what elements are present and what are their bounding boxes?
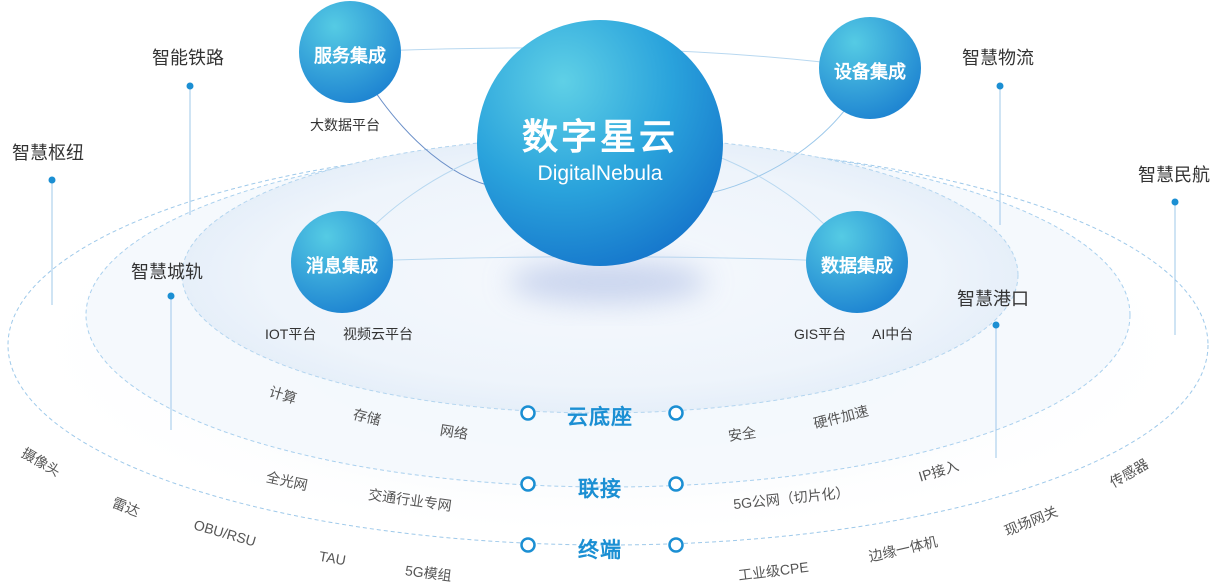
industry-pin-dot — [1171, 198, 1179, 206]
layer-row-dot-right — [668, 537, 684, 553]
core-title-cn: 数字星云 — [521, 116, 678, 157]
data-integration-label: 数据集成 — [821, 256, 893, 276]
layer-cloud-base-title: 云底座 — [567, 406, 633, 429]
industry-smart-hub: 智慧枢纽 — [12, 143, 84, 163]
layer-terminal-title: 终端 — [578, 539, 622, 562]
device-integration-label: 设备集成 — [834, 62, 906, 82]
industry-pin-dot — [996, 82, 1004, 90]
service-integration-circle — [299, 1, 401, 103]
industry-pin-dot — [167, 292, 175, 300]
service-integration-label: 服务集成 — [314, 46, 386, 66]
layer-row-dot-right — [668, 405, 684, 421]
iot-platform-label: IOT平台 — [265, 326, 317, 342]
core-circle — [477, 20, 723, 266]
big-data-platform-label: 大数据平台 — [310, 117, 380, 133]
layer-connect-title: 联接 — [578, 478, 622, 501]
industry-smart-port: 智慧港口 — [957, 289, 1029, 309]
message-integration-label: 消息集成 — [306, 256, 378, 276]
industry-pin-dot — [186, 82, 194, 90]
core-shadow — [508, 260, 708, 304]
layer-rows — [520, 405, 684, 553]
industry-smart-logistics: 智慧物流 — [962, 48, 1034, 68]
core-title-en: DigitalNebula — [537, 162, 663, 185]
layer-cloud-base-item: 网络 — [438, 421, 470, 443]
industry-smart-aviation: 智慧民航 — [1138, 165, 1210, 185]
layer-row-dot-right — [668, 476, 684, 492]
industry-pin-dot — [992, 321, 1000, 329]
middle-orbit-ring — [85, 142, 1131, 488]
video-cloud-platform-label: 视频云平台 — [343, 326, 413, 342]
device-integration-circle — [819, 17, 921, 119]
layer-row-dot-left — [520, 405, 536, 421]
gis-platform-label: GIS平台 — [794, 326, 847, 342]
industry-smart-railway: 智能铁路 — [152, 48, 224, 68]
industry-smart-metro: 智慧城轨 — [131, 262, 203, 282]
industry-pins — [48, 82, 1179, 458]
layer-row-dot-left — [520, 476, 536, 492]
layer-row-dot-left — [520, 537, 536, 553]
ai-platform-label: AI中台 — [872, 326, 914, 342]
layer-cloud-base-item: 安全 — [727, 424, 757, 444]
message-integration-circle — [291, 211, 393, 313]
industry-pin-dot — [48, 176, 56, 184]
data-integration-circle — [806, 211, 908, 313]
